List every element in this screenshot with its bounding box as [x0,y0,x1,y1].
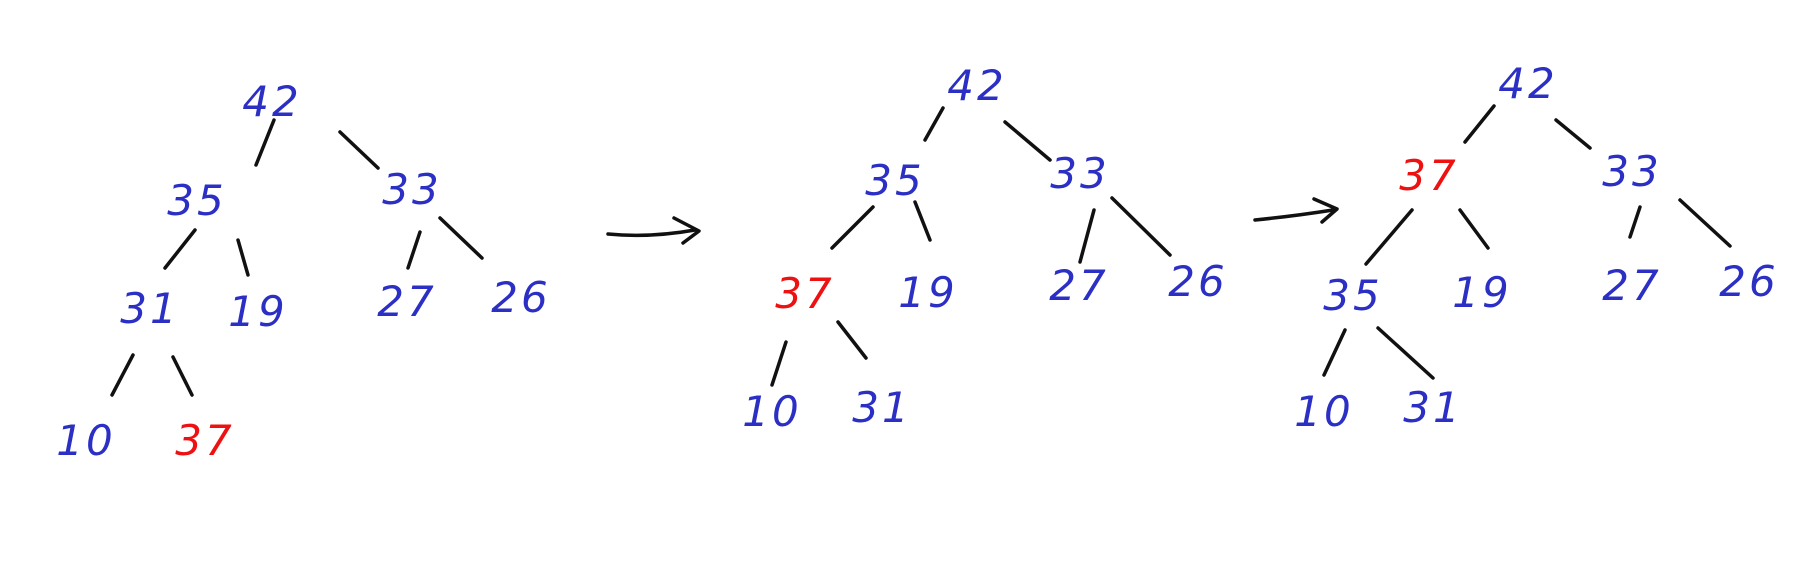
edge [1554,118,1592,150]
heap-node: 19 [228,287,287,336]
heap-node: 26 [491,273,550,322]
heap-node: 33 [382,165,441,214]
heap-node: 35 [865,156,924,205]
heap-node: 19 [898,268,957,317]
edge [1003,120,1052,162]
arrow-icon [606,216,701,245]
edge [338,130,380,170]
heap-tree-1: 42 35 33 31 19 27 26 10 37 [56,77,550,465]
heap-node: 19 [1452,268,1511,317]
edge [770,340,788,387]
edge [923,106,945,142]
heap-node: 10 [56,416,115,465]
heap-node: 26 [1168,257,1227,306]
edge [163,228,197,270]
edge [1078,208,1096,264]
edge [830,205,875,250]
heap-node: 10 [1294,387,1353,436]
edge [1364,208,1414,266]
heap-node: 27 [1602,261,1661,310]
edge [438,216,484,260]
heap-node: 33 [1602,147,1661,196]
heap-node: 31 [852,383,911,432]
heap-node: 37 [775,269,834,318]
edge [1376,326,1435,380]
heap-node: 31 [1403,383,1462,432]
heap-node: 37 [175,416,234,465]
edge [254,118,276,167]
heap-node: 27 [1049,261,1108,310]
heap-node: 35 [167,176,226,225]
heap-node: 37 [1399,151,1458,200]
heap-node: 33 [1050,149,1109,198]
edge [171,355,194,397]
edge [836,320,868,360]
heap-node: 26 [1719,257,1778,306]
edge [1110,196,1172,257]
edge [236,238,250,277]
heap-node: 31 [120,284,179,333]
heap-tree-3: 42 37 33 35 19 27 26 10 31 [1294,59,1778,436]
heap-node: 35 [1323,271,1382,320]
heap-node: 42 [1498,59,1557,108]
heap-node: 42 [242,77,301,126]
edge [1463,104,1496,144]
edge [110,353,135,397]
heap-tree-2: 42 35 33 37 19 27 26 10 31 [742,61,1227,436]
edge [913,200,932,242]
heap-node: 10 [742,387,801,436]
edge [1458,208,1490,250]
edge [1678,198,1732,248]
heap-node: 42 [947,61,1006,110]
arrow-icon [1253,197,1339,224]
edge [406,230,422,270]
heap-node: 27 [377,277,436,326]
edge [1628,205,1642,239]
edge [1322,328,1347,377]
